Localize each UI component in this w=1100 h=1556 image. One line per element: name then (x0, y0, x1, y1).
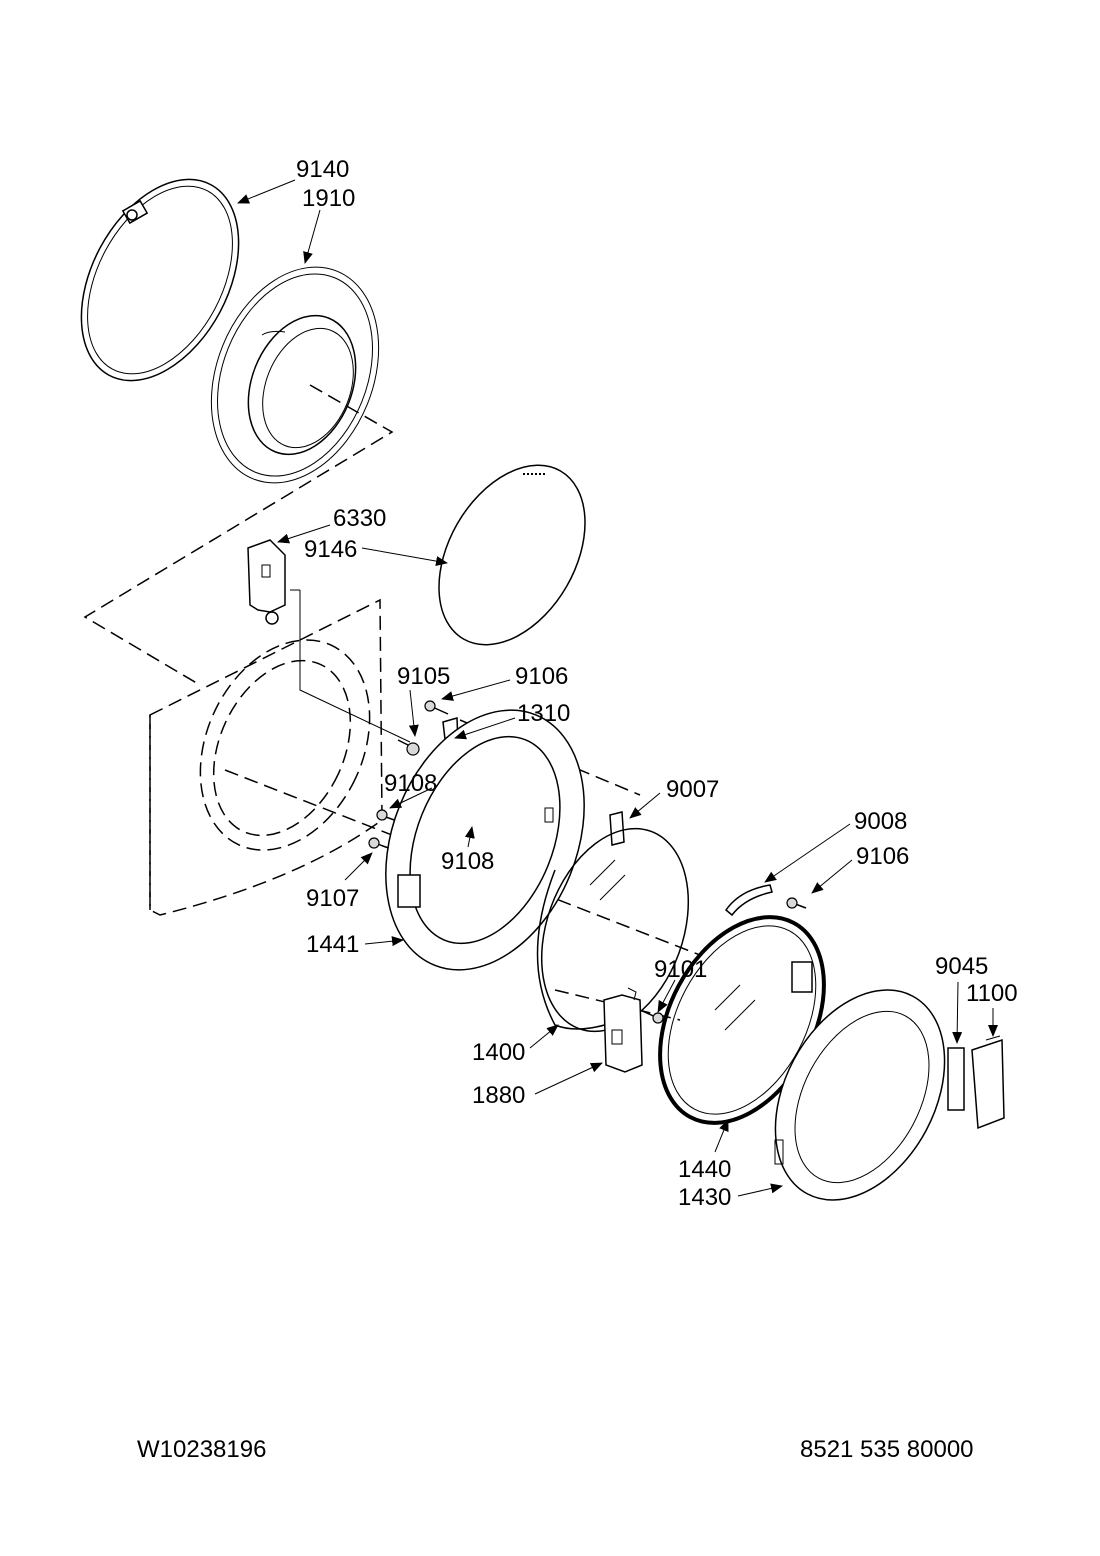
strike-9008 (724, 884, 773, 917)
callout-1440: 1440 (678, 1156, 731, 1183)
door-handle-1100 (971, 1035, 1005, 1130)
handle-label-9045 (947, 1047, 965, 1111)
callout-1910: 1910 (302, 185, 355, 212)
inner-door-frame-part (385, 709, 585, 971)
callout-9140: 9140 (296, 156, 349, 183)
screw-9106-right (786, 897, 807, 909)
front-panel-outline (149, 598, 383, 916)
glass-seal-part (438, 464, 586, 646)
door-hinge-part (603, 987, 643, 1073)
callout-9045: 9045 (935, 953, 988, 980)
callout-9106-top: 9106 (515, 663, 568, 690)
door-glass-bowl-part (536, 827, 690, 1033)
callout-1400: 1400 (472, 1039, 525, 1066)
callout-1310: 1310 (517, 700, 570, 727)
callout-1441: 1441 (306, 931, 359, 958)
callout-9108-right: 9108 (441, 848, 494, 875)
callout-9146: 9146 (304, 536, 357, 563)
callout-1430: 1430 (678, 1184, 731, 1211)
screw-9101 (639, 1009, 664, 1024)
callout-9101: 9101 (654, 956, 707, 983)
outer-door-part (774, 989, 946, 1201)
callout-9007: 9007 (666, 776, 719, 803)
screw-9106-top (424, 700, 449, 715)
callout-9105: 9105 (397, 663, 450, 690)
callout-9106-right: 9106 (856, 843, 909, 870)
hinge-bracket-part (247, 539, 286, 625)
clip-9007 (609, 811, 625, 846)
callout-9008: 9008 (854, 808, 907, 835)
callout-9108-left: 9108 (384, 770, 437, 797)
model-number: 8521 535 80000 (800, 1436, 974, 1463)
screw-9105 (397, 739, 420, 756)
callout-6330: 6330 (333, 505, 386, 532)
callout-labels: 9140 1910 6330 9146 9105 9106 1310 9108 … (296, 156, 1018, 1211)
callout-arrows (237, 179, 998, 1197)
clamp-band-part (80, 178, 240, 382)
callout-1100: 1100 (966, 980, 1018, 1007)
document-number: W10238196 (137, 1436, 267, 1463)
callout-9107: 9107 (306, 885, 359, 912)
callout-1880: 1880 (472, 1082, 525, 1109)
door-boot-part (210, 266, 380, 484)
